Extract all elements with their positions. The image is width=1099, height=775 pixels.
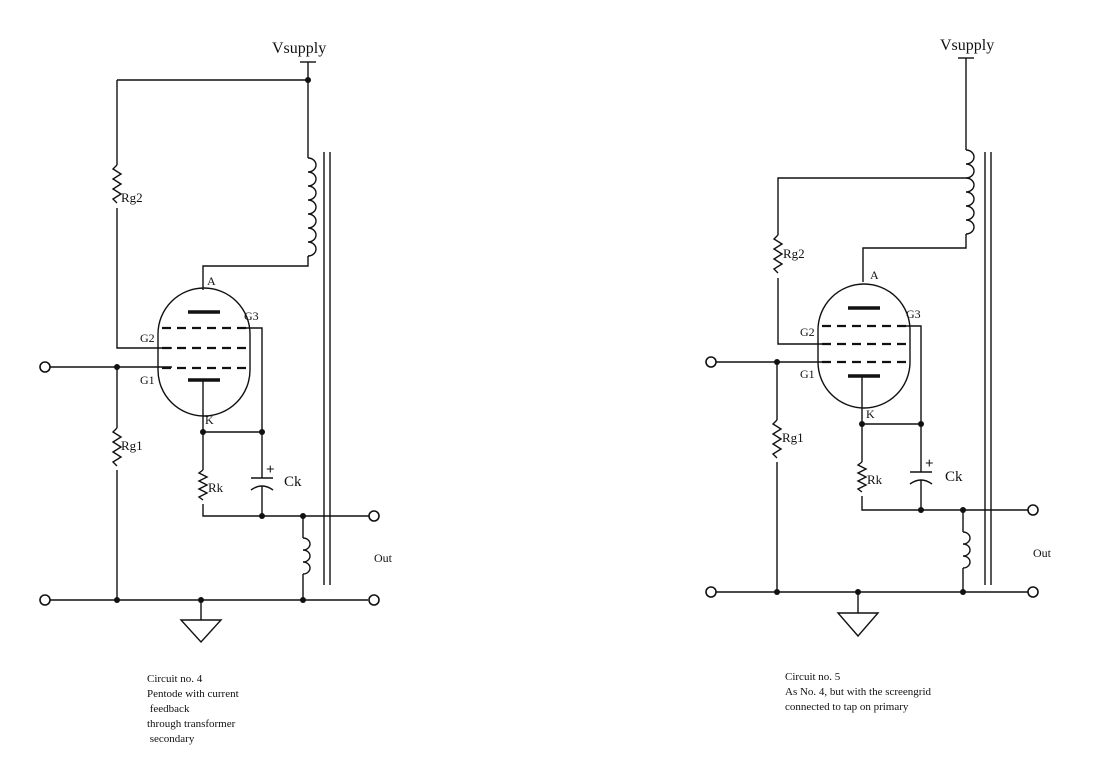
rk-bottom-wire [861, 496, 921, 511]
rg1-label: Rg1 [121, 438, 143, 453]
ground-symbol [836, 612, 880, 638]
primary-coil-upper [965, 149, 975, 179]
caption-line: through transformer [147, 718, 236, 730]
caption-line: connected to tap on primary [785, 701, 909, 713]
rg1-label: Rg1 [782, 430, 804, 445]
caption-line: feedback [147, 703, 190, 715]
anode-wire [862, 234, 967, 282]
ck-label: Ck [284, 474, 302, 490]
ground-terminal-left [705, 586, 717, 598]
g1-label: G1 [140, 373, 155, 387]
g2-wire [777, 278, 830, 345]
supply-label: Vsupply [940, 37, 994, 54]
transformer-core [323, 152, 331, 585]
supply-label: Vsupply [272, 40, 326, 57]
cathode-label: K [866, 407, 875, 421]
caption-line: Circuit no. 5 [785, 671, 841, 683]
primary-coil [307, 157, 317, 257]
junction-dot [300, 597, 306, 603]
circuit-5: Vsupply Rg2 A G2 G1 G3 K Rk [705, 37, 1052, 713]
screen-supply-wire [116, 79, 308, 165]
junction-dot [960, 589, 966, 595]
g3-wire [906, 325, 922, 424]
rk-label: Rk [867, 472, 883, 487]
caption-line: Circuit no. 4 [147, 673, 203, 685]
g3-label: G3 [244, 309, 259, 323]
screen-tap-wire [777, 177, 966, 235]
ck-plus-sign: + [266, 462, 275, 478]
rg2-resistor [111, 164, 123, 204]
rg1-resistor [771, 419, 783, 459]
circuit-caption: Circuit no. 5 As No. 4, but with the scr… [785, 671, 934, 713]
caption-line: secondary [147, 733, 195, 745]
rg2-label: Rg2 [121, 190, 143, 205]
rk-label: Rk [208, 480, 224, 495]
primary-coil-lower [965, 177, 975, 235]
out-label: Out [1033, 546, 1052, 560]
pentode-envelope [157, 287, 251, 417]
secondary-coil [302, 537, 311, 575]
caption-line: As No. 4, but with the screengrid [785, 686, 932, 698]
junction-dot [114, 597, 120, 603]
rk-bottom-wire [202, 504, 262, 517]
out-label: Out [374, 551, 393, 565]
rk-resistor [197, 469, 209, 501]
transformer-core [984, 152, 992, 585]
rg2-resistor [772, 234, 784, 274]
ground-symbol [179, 619, 223, 644]
output-terminal-bottom [368, 594, 380, 606]
anode-label: A [207, 274, 216, 288]
input-terminal [39, 361, 51, 373]
secondary-coil [962, 531, 971, 569]
ground-terminal-left [39, 594, 51, 606]
rg1-resistor [111, 427, 123, 467]
anode-label: A [870, 268, 879, 282]
g2-label: G2 [140, 331, 155, 345]
g2-label: G2 [800, 325, 815, 339]
output-terminal-top [1027, 504, 1039, 516]
output-terminal-bottom [1027, 586, 1039, 598]
ck-label: Ck [945, 469, 963, 485]
cathode-label: K [205, 413, 214, 427]
rk-resistor [856, 461, 868, 493]
caption-line: Pentode with current [147, 688, 239, 700]
circuit-4: Vsupply Rg2 A G2 G1 G3 K [39, 40, 393, 745]
rg2-label: Rg2 [783, 246, 805, 261]
ck-plus-sign: + [925, 456, 934, 472]
output-terminal-top [368, 510, 380, 522]
pentode-envelope [817, 283, 911, 409]
anode-wire [202, 256, 309, 290]
input-terminal [705, 356, 717, 368]
g2-wire [116, 208, 172, 349]
junction-dot [774, 589, 780, 595]
g1-label: G1 [800, 367, 815, 381]
circuit-caption: Circuit no. 4 Pentode with current feedb… [147, 673, 241, 745]
g3-label: G3 [906, 307, 921, 321]
g3-wire [246, 327, 263, 432]
